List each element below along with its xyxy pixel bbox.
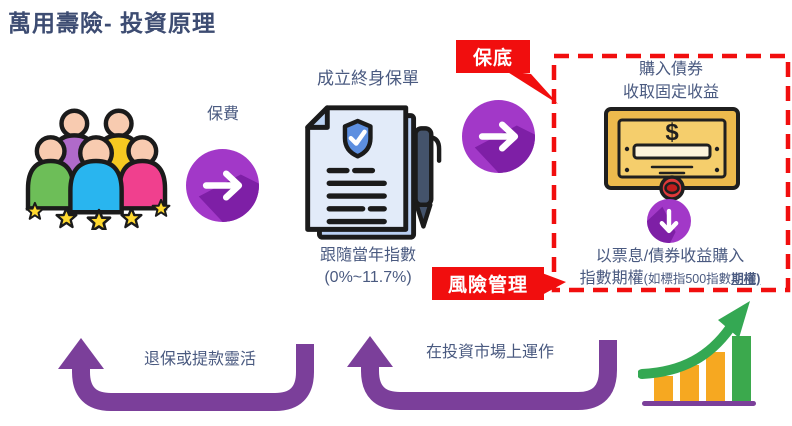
options-note-bold: 期權) <box>731 272 761 286</box>
pen-icon <box>413 126 442 229</box>
market-label: 在投資市場上運作 <box>425 344 554 361</box>
risk-badge-tail <box>542 273 566 295</box>
options-note: (如標指500指數 <box>643 272 732 286</box>
policy-index-line2: (0%~11.7%) <box>324 269 412 286</box>
bond-purchase-label: 購入債券 收取固定收益 <box>556 58 786 104</box>
arrow-right-icon <box>462 100 535 173</box>
index-options-label: 以票息/債券收益購入 指數期權(如標指500指數期權) <box>552 246 788 290</box>
arrow-right-icon <box>186 149 259 222</box>
surrender-label: 退保或提款靈活 <box>143 351 256 368</box>
policy-index-note: 跟隨當年指數 (0%~11.7%) <box>280 245 456 289</box>
policy-index-line1: 跟隨當年指數 <box>319 247 416 264</box>
u-turn-arrow-icon <box>58 338 314 411</box>
arrow-down-icon <box>647 199 691 243</box>
premium-label: 保費 <box>206 106 239 123</box>
policy-title: 成立終身保單 <box>317 69 419 88</box>
seal-icon <box>659 175 685 201</box>
u-turn-arrow-icon <box>347 336 617 410</box>
people-group-icon <box>22 92 172 230</box>
page-title: 萬用壽險- 投資原理 <box>8 10 217 36</box>
options-main: 指數期權 <box>579 270 644 287</box>
guarantee-badge-tail <box>506 71 558 104</box>
guarantee-badge: 保底 <box>456 40 530 73</box>
bond-certificate-icon: $ <box>602 106 742 201</box>
bond-line2: 收取固定收益 <box>622 84 719 101</box>
options-line1: 以票息/債券收益購入 <box>595 248 745 265</box>
bond-line1: 購入債券 <box>638 61 703 78</box>
risk-management-badge: 風險管理 <box>432 267 544 300</box>
bond-strategy-box <box>551 53 791 293</box>
shield-check-icon <box>342 118 373 159</box>
certificate-dollar-symbol: $ <box>665 119 679 146</box>
policy-document-icon <box>292 96 444 248</box>
growth-chart-icon <box>638 298 763 412</box>
